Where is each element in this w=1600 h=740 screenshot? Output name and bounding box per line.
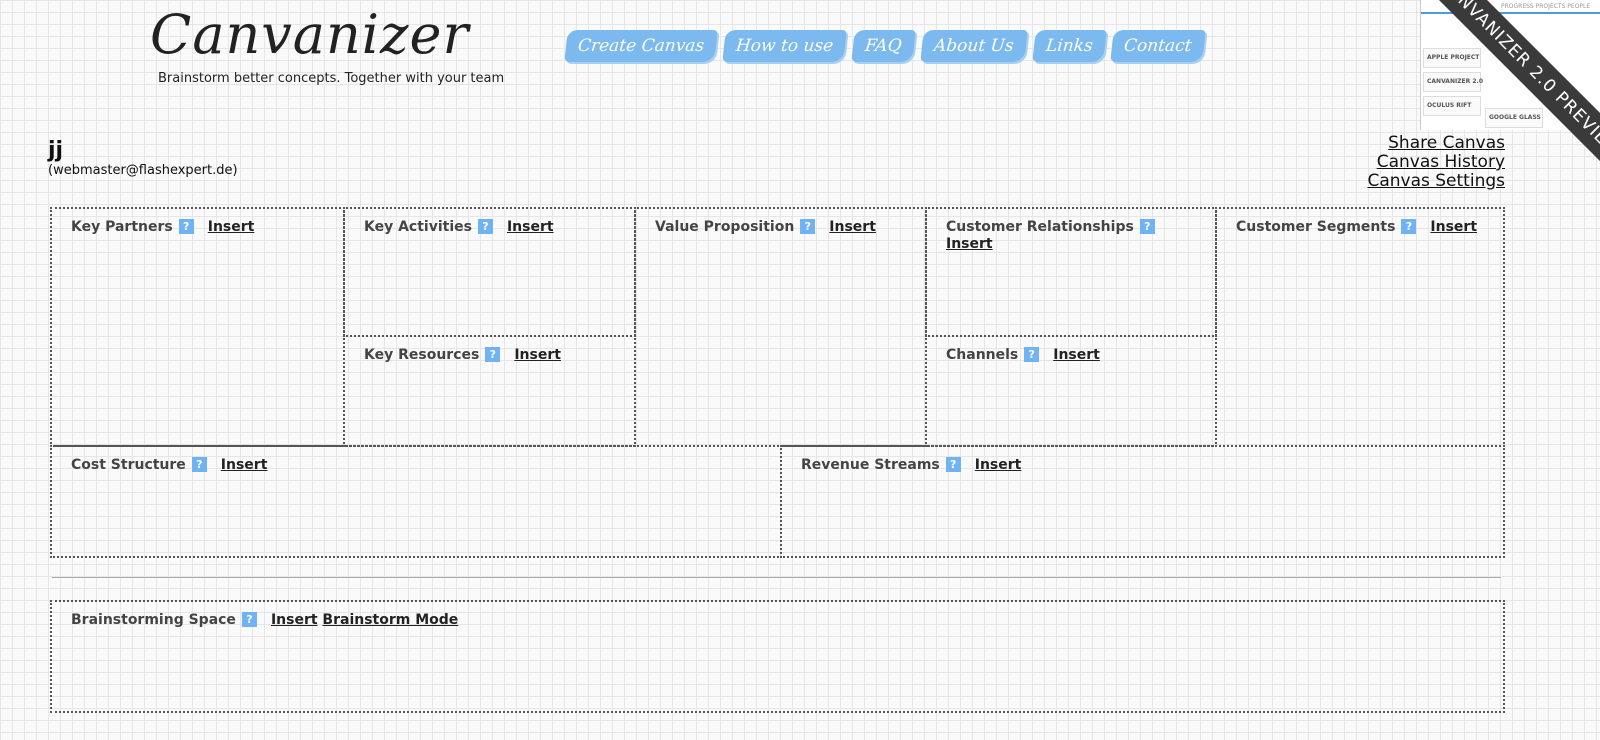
cell-brainstorming-space: Brainstorming Space? Insert Brainstorm Mo… <box>50 600 1505 713</box>
user-name: jj <box>48 138 64 163</box>
section-title: Key Resources <box>364 347 480 363</box>
help-icon[interactable]: ? <box>485 347 501 362</box>
insert-link[interactable]: Insert <box>220 457 268 473</box>
section-title: Revenue Streams <box>801 457 940 473</box>
insert-link[interactable]: Insert <box>207 219 255 235</box>
brainstorm-mode-link[interactable]: Brainstorm Mode <box>322 612 459 628</box>
help-icon[interactable]: ? <box>477 219 493 234</box>
section-title: Key Activities <box>364 219 472 235</box>
nav-links[interactable]: Links <box>1031 30 1106 62</box>
preview-card: CANVANIZER 2.0 <box>1423 72 1483 92</box>
nav-about-us[interactable]: About Us <box>920 30 1028 62</box>
insert-link[interactable]: Insert <box>506 219 554 235</box>
canvas-settings-link[interactable]: Canvas Settings <box>1367 171 1505 191</box>
tagline: Brainstorm better concepts. Together wit… <box>158 71 505 86</box>
cell-channels: Channels? Insert <box>925 335 1217 447</box>
insert-link[interactable]: Insert <box>270 612 318 628</box>
insert-link[interactable]: Insert <box>514 347 561 363</box>
cell-cost-structure: Cost Structure? Insert <box>50 445 782 558</box>
canvas-history-link[interactable]: Canvas History <box>1376 152 1505 172</box>
cell-revenue-streams: Revenue Streams? Insert <box>780 445 1505 558</box>
help-icon[interactable]: ? <box>1024 347 1040 362</box>
section-title: Channels <box>946 347 1019 363</box>
help-icon[interactable]: ? <box>178 219 194 234</box>
cell-value-proposition: Value Proposition? Insert <box>634 207 927 447</box>
nav-create-canvas[interactable]: Create Canvas <box>564 30 718 62</box>
cell-key-partners: Key Partners? Insert <box>50 207 345 447</box>
canvas-links: Share Canvas Canvas History Canvas Setti… <box>1367 134 1505 191</box>
preview-card: APPLE PROJECT <box>1423 48 1481 68</box>
section-title: Cost Structure <box>71 457 186 473</box>
section-title: Customer Relationships <box>946 219 1134 235</box>
insert-link[interactable]: Insert <box>946 236 993 252</box>
cell-key-resources: Key Resources? Insert <box>343 335 636 447</box>
insert-link[interactable]: Insert <box>974 457 1022 473</box>
insert-link[interactable]: Insert <box>1053 347 1100 363</box>
preview-tabs: PROGRESS PROJECTS PEOPLE <box>1421 0 1600 14</box>
user-email: (webmaster@flashexpert.de) <box>48 163 238 178</box>
logo[interactable]: Canvanizer <box>150 3 470 66</box>
help-icon[interactable]: ? <box>1401 219 1417 234</box>
cell-customer-relationships: Customer Relationships? Insert <box>925 207 1217 337</box>
section-title: Key Partners <box>71 219 173 235</box>
help-icon[interactable]: ? <box>241 612 257 627</box>
preview-card: OCULUS RIFT <box>1423 96 1481 116</box>
nav-contact[interactable]: Contact <box>1110 30 1206 62</box>
cell-customer-segments: Customer Segments? Insert <box>1215 207 1505 447</box>
user-info: jj (webmaster@flashexpert.de) <box>48 138 238 178</box>
insert-link[interactable]: Insert <box>1430 219 1478 235</box>
section-title: Customer Segments <box>1236 219 1396 235</box>
main-nav: Create Canvas How to use FAQ About Us Li… <box>564 30 1206 62</box>
help-icon[interactable]: ? <box>800 219 816 234</box>
help-icon[interactable]: ? <box>191 457 207 472</box>
share-canvas-link[interactable]: Share Canvas <box>1388 133 1505 153</box>
nav-how-to-use[interactable]: How to use <box>722 30 848 62</box>
preview-image[interactable]: PROGRESS PROJECTS PEOPLE APPLE PROJECT C… <box>1420 0 1600 130</box>
section-title: Value Proposition <box>655 219 795 235</box>
divider <box>52 577 1501 578</box>
help-icon[interactable]: ? <box>945 457 961 472</box>
section-title: Brainstorming Space <box>71 612 236 628</box>
insert-link[interactable]: Insert <box>829 219 876 235</box>
cell-key-activities: Key Activities? Insert <box>343 207 636 337</box>
preview-card: GOOGLE GLASS <box>1485 108 1543 128</box>
nav-faq[interactable]: FAQ <box>851 30 916 62</box>
help-icon[interactable]: ? <box>1139 219 1155 234</box>
